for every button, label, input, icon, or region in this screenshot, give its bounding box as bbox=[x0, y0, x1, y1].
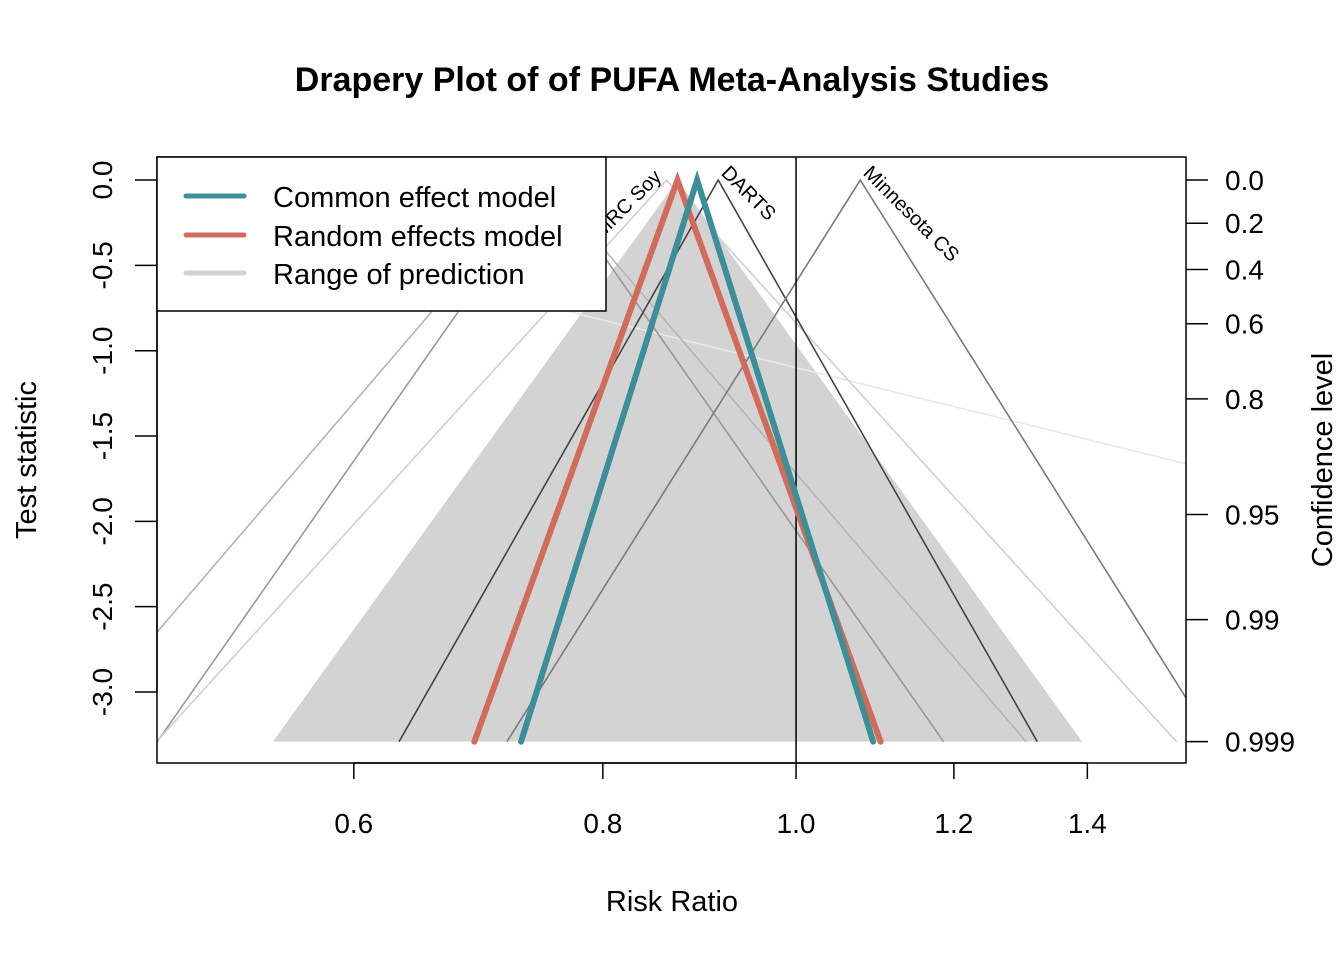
common-effect-line bbox=[518, 170, 877, 745]
right-tick-label: 0.95 bbox=[1225, 500, 1280, 531]
legend: Common effect model Random effects model… bbox=[156, 156, 607, 312]
study-line bbox=[398, 178, 1038, 743]
right-tick-label: 0.999 bbox=[1225, 727, 1295, 758]
legend-label-common: Common effect model bbox=[273, 182, 556, 214]
right-tick-label: 0.4 bbox=[1225, 254, 1264, 285]
x-tick-label: 0.6 bbox=[334, 808, 373, 839]
right-tick-label: 0.0 bbox=[1225, 165, 1264, 196]
x-tick-label: 1.0 bbox=[777, 808, 816, 839]
x-axis-label: Risk Ratio bbox=[606, 886, 738, 918]
prediction-region bbox=[272, 180, 1083, 742]
y-tick-label: -2.0 bbox=[87, 497, 118, 545]
y-tick-label: -1.5 bbox=[87, 412, 118, 460]
x-tick-label: 0.8 bbox=[583, 808, 622, 839]
legend-label-prediction: Range of prediction bbox=[273, 259, 525, 291]
y-tick-label: 0.0 bbox=[87, 161, 118, 200]
y-tick-label: -1.0 bbox=[87, 327, 118, 375]
y-tick-label: -2.5 bbox=[87, 583, 118, 631]
x-tick-label: 1.4 bbox=[1068, 808, 1107, 839]
y-axis-label: Test statistic bbox=[11, 381, 43, 539]
y-tick-label: -0.5 bbox=[87, 241, 118, 289]
right-tick-label: 0.6 bbox=[1225, 309, 1264, 340]
x-axis: 0.6 0.8 1.0 1.2 1.4 bbox=[334, 762, 1107, 839]
study-label: Minnesota CS bbox=[859, 162, 963, 266]
y-axis-right-label: Confidence level bbox=[1307, 353, 1339, 567]
right-tick-label: 0.2 bbox=[1225, 208, 1264, 239]
right-tick-label: 0.8 bbox=[1225, 384, 1264, 415]
legend-label-random: Random effects model bbox=[273, 221, 563, 253]
y-axis: 0.0 -0.5 -1.0 -1.5 -2.0 -2.5 -3.0 bbox=[87, 161, 158, 716]
x-tick-label: 1.2 bbox=[934, 808, 973, 839]
y-axis-right: 0.0 0.2 0.4 0.6 0.8 0.95 0.99 0.999 bbox=[1186, 165, 1295, 758]
study-line bbox=[506, 178, 1186, 743]
y-tick-label: -3.0 bbox=[87, 668, 118, 716]
right-tick-label: 0.99 bbox=[1225, 605, 1280, 636]
chart-title: Drapery Plot of of PUFA Meta-Analysis St… bbox=[295, 61, 1049, 99]
study-line bbox=[157, 178, 1178, 743]
